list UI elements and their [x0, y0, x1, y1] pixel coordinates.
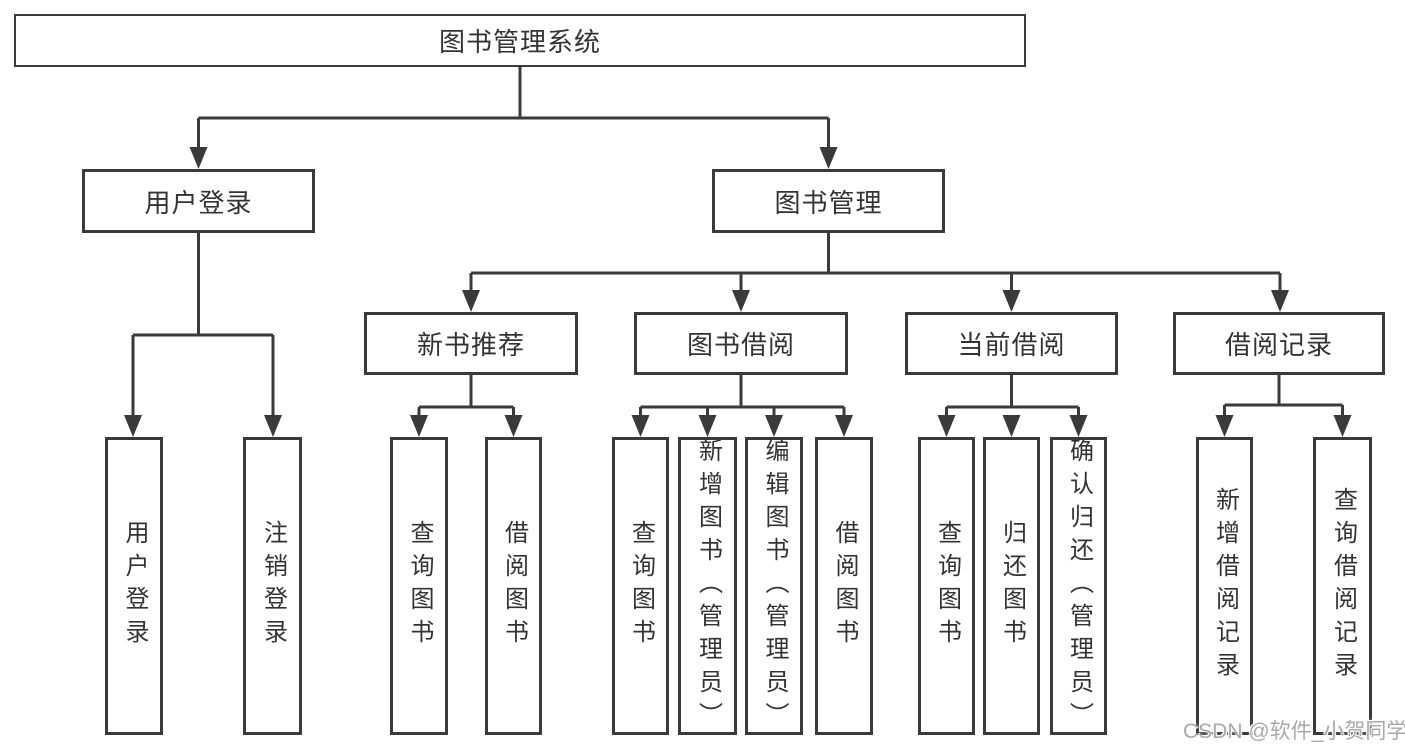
leaf-query-borrow-record-label: 查询借阅记录 — [1329, 487, 1357, 685]
csdn-watermark: CSDN @软件_小贺同学 — [1183, 720, 1405, 743]
node-root-label: 图书管理系统 — [438, 27, 601, 57]
leaf-borrow-query-books: 查询图书 — [612, 437, 669, 735]
leaf-borrow-query-books-label: 查询图书 — [627, 520, 655, 652]
leaf-borrow-books-label: 借阅图书 — [831, 520, 858, 652]
node-user-login: 用户登录 — [82, 169, 315, 233]
leaf-logout: 注销登录 — [243, 437, 302, 735]
leaf-borrow-books: 借阅图书 — [815, 437, 873, 735]
leaf-return-books: 归还图书 — [983, 437, 1040, 735]
node-book-borrow-label: 图书借阅 — [686, 330, 795, 360]
leaf-confirm-return-admin: 确认归还（管理员） — [1050, 437, 1107, 735]
leaf-confirm-return-admin-label: 确认归还（管理员） — [1065, 437, 1093, 735]
leaf-edit-books-admin: 编辑图书（管理员） — [745, 437, 803, 735]
node-user-login-label: 用户登录 — [144, 187, 253, 218]
leaf-query-borrow-record: 查询借阅记录 — [1313, 437, 1372, 735]
leaf-add-borrow-record-label: 新增借阅记录 — [1211, 487, 1239, 685]
leaf-recommend-borrow-books: 借阅图书 — [485, 437, 542, 735]
node-book-borrow: 图书借阅 — [634, 312, 848, 375]
node-new-book-recommend-label: 新书推荐 — [416, 330, 525, 360]
leaf-recommend-query-books: 查询图书 — [390, 437, 448, 735]
leaf-current-query-books-label: 查询图书 — [933, 520, 961, 652]
leaf-user-login-label: 用户登录 — [121, 520, 148, 652]
leaf-recommend-query-books-label: 查询图书 — [406, 520, 433, 652]
arrowheads — [124, 147, 1352, 437]
leaf-current-query-books: 查询图书 — [918, 437, 975, 735]
leaf-recommend-borrow-books-label: 借阅图书 — [500, 520, 528, 652]
node-current-borrow-label: 当前借阅 — [957, 330, 1066, 360]
leaf-logout-label: 注销登录 — [259, 520, 287, 652]
leaf-add-books-admin-label: 新增图书（管理员） — [694, 437, 722, 735]
node-new-book-recommend: 新书推荐 — [364, 312, 578, 375]
node-book-management-label: 图书管理 — [774, 187, 883, 218]
leaf-user-login: 用户登录 — [105, 437, 163, 735]
leaf-add-borrow-record: 新增借阅记录 — [1196, 437, 1253, 735]
node-borrow-records: 借阅记录 — [1173, 312, 1385, 375]
node-current-borrow: 当前借阅 — [905, 312, 1118, 375]
node-root: 图书管理系统 — [14, 14, 1026, 67]
node-borrow-records-label: 借阅记录 — [1224, 330, 1333, 360]
leaf-return-books-label: 归还图书 — [998, 520, 1026, 652]
leaf-edit-books-admin-label: 编辑图书（管理员） — [761, 437, 788, 735]
leaf-add-books-admin: 新增图书（管理员） — [678, 437, 737, 735]
node-book-management: 图书管理 — [712, 169, 945, 233]
